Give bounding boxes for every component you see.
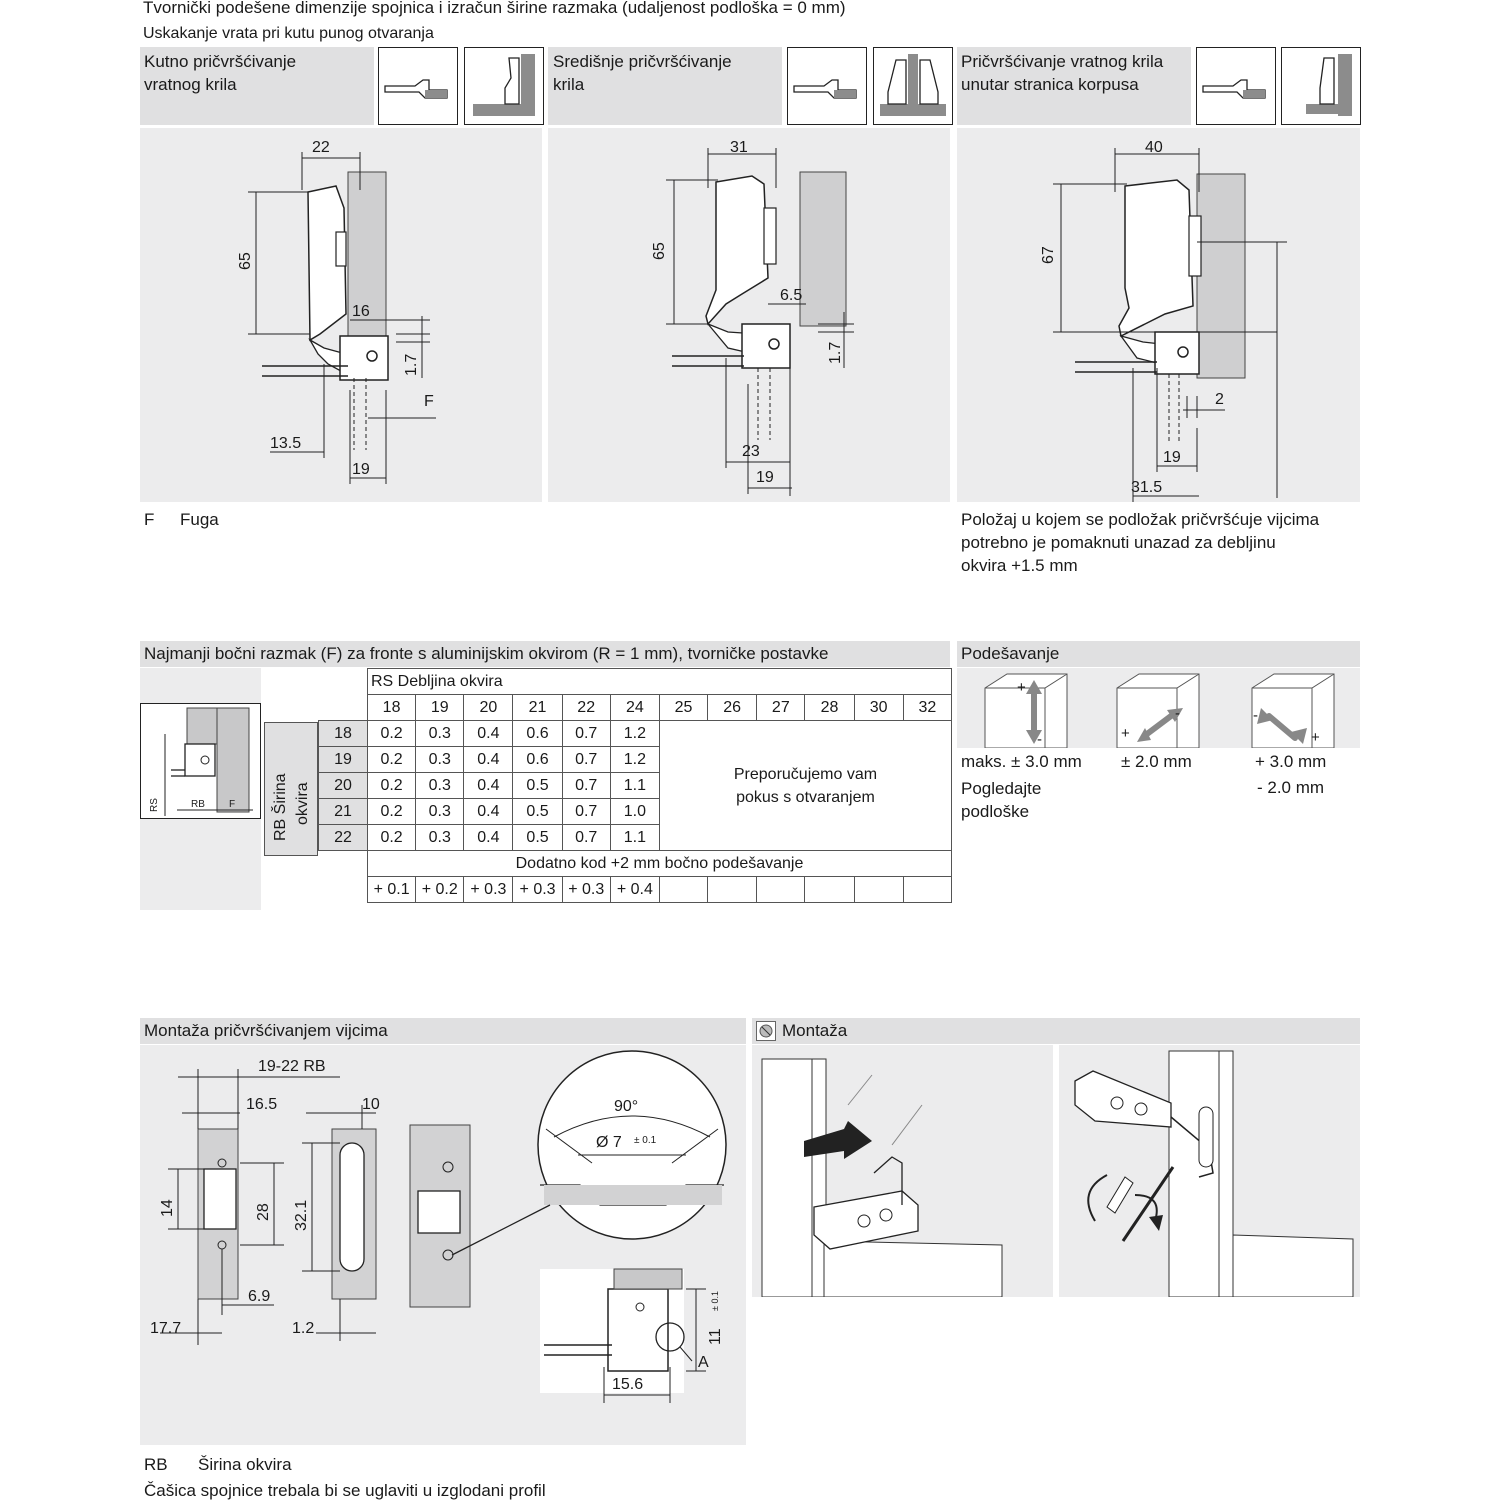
dim-a: 16 [352, 303, 370, 320]
dim-c: 19 [1163, 449, 1181, 466]
frame-mini-diagram: RS RB F [140, 668, 261, 910]
recommend-cell: Preporučujemo vam pokus s otvaranjem [658, 720, 953, 851]
dim-1-2: 1.2 [292, 1320, 314, 1337]
dim-rb-range: 19-22 RB [258, 1058, 326, 1075]
adjust-value-3b: - 2.0 mm [1257, 778, 1325, 797]
dim-32-1: 32.1 [293, 1200, 310, 1231]
dim-height: 65 [651, 242, 668, 260]
dim-10: 10 [362, 1096, 380, 1113]
extra-title: Dodatno kod +2 mm bočno podešavanje [367, 850, 952, 877]
legend-f-key: F [144, 510, 155, 529]
dim-17-7: 17.7 [150, 1320, 181, 1337]
adjust-section-header: Podešavanje [957, 641, 1360, 667]
dim-b: 1.7 [827, 342, 844, 364]
adjust-value-2: ± 2.0 mm [1121, 752, 1192, 771]
hinge-diagram-inset: 40 67 2 19 31.5 [957, 128, 1360, 502]
dim-c: 13.5 [270, 435, 301, 452]
assembly-step-2 [1059, 1045, 1360, 1298]
dim-diameter-tol: ± 0.1 [634, 1135, 657, 1146]
dim-6-9: 6.9 [248, 1288, 270, 1305]
table-row: + 0.1+ 0.2 + 0.3+ 0.3 + 0.3+ 0.4 [319, 876, 953, 903]
mini-label-rs: RS [149, 798, 160, 812]
dim-15-6: 15.6 [612, 1376, 643, 1393]
adjust-minus-3: - [1253, 707, 1258, 724]
dim-a: 2 [1215, 391, 1224, 408]
adjust-note: Pogledajte podloške [961, 779, 1042, 821]
adjust-plus-3: + [1311, 729, 1320, 746]
adjust-value-1: maks. ± 3.0 mm [961, 752, 1082, 771]
assembly-section-header: Montaža [752, 1018, 1360, 1044]
dim-16-5: 16.5 [246, 1096, 277, 1113]
variant-header-3: Pričvršćivanje vratnog krila unutar stra… [957, 47, 1191, 125]
dim-11-tol: ± 0.1 [710, 1291, 720, 1311]
dim-14: 14 [159, 1199, 176, 1217]
dim-d: 19 [352, 461, 370, 478]
dim-11: 11 [707, 1328, 724, 1345]
adjust-minus-1: - [1037, 731, 1042, 748]
dim-d: 19 [756, 469, 774, 486]
frame-spec-table: RS Debljina okvira 18 19 20 21 22 24 25 … [318, 668, 953, 903]
dim-height: 65 [237, 252, 254, 270]
icon-corner-side-view [464, 47, 544, 125]
table-section-header: Najmanji bočni razmak (F) za fronte s al… [140, 641, 950, 667]
adjust-illustrations: + - + - - + [957, 668, 1360, 749]
dim-c: 23 [742, 443, 760, 460]
dim-d: 31.5 [1131, 479, 1162, 496]
variant-header-1: Kutno pričvršćivanje vratnog krila [140, 47, 374, 125]
variant-header-2: Središnje pričvršćivanje krila [548, 47, 782, 125]
mount-section-header: Montaža pričvršćivanjem vijcima [140, 1018, 746, 1044]
inset-note: Položaj u kojem se podložak pričvršćuje … [961, 510, 1320, 575]
icon-center-top-view [787, 47, 867, 125]
hinge-diagram-center: 31 65 6.5 1.7 23 19 [548, 128, 950, 502]
dim-b: 1.7 [403, 354, 420, 376]
hinge-diagram-corner: 22 65 16 1.7 F 13.5 19 [140, 128, 542, 502]
icon-inset-top-view [1196, 47, 1276, 125]
icon-center-side-view [873, 47, 953, 125]
dim-fuga: F [424, 393, 434, 410]
footer-note: Čašica spojnice trebala bi se uglaviti u… [144, 1481, 546, 1500]
adjust-minus-2: - [1175, 705, 1180, 722]
dim-angle: 90° [614, 1098, 638, 1115]
legend-rb-key: RB [144, 1455, 168, 1474]
mount-diagram: 19-22 RB 16.5 10 14 28 32.1 6.9 17.7 1.2… [140, 1045, 746, 1445]
page-subtitle: Uskakanje vrata pri kutu punog otvaranja [143, 25, 434, 42]
mini-label-rb: RB [191, 799, 205, 810]
row-title-cell: RB Širina okvira [264, 722, 318, 856]
mini-label-f: F [229, 799, 235, 810]
icon-inset-side-view [1281, 47, 1361, 125]
legend-rb-value: Širina okvira [198, 1455, 292, 1474]
adjust-plus-1: + [1017, 679, 1026, 696]
dim-a: 6.5 [780, 287, 802, 304]
dim-width: 22 [312, 139, 330, 156]
dim-width: 40 [1145, 139, 1163, 156]
adjust-value-3a: + 3.0 mm [1255, 752, 1327, 771]
assembly-step-1 [752, 1045, 1053, 1298]
dim-28: 28 [255, 1203, 272, 1221]
dim-height: 67 [1040, 246, 1057, 264]
tool-icon [756, 1021, 776, 1041]
page-title: Tvornički podešene dimenzije spojnica i … [143, 0, 846, 17]
dim-width: 31 [730, 139, 748, 156]
dim-diameter: Ø 7 [596, 1134, 622, 1151]
icon-corner-top-view [378, 47, 458, 125]
adjust-plus-2: + [1121, 725, 1130, 742]
legend-f-value: Fuga [180, 510, 219, 529]
label-a: A [698, 1354, 709, 1371]
